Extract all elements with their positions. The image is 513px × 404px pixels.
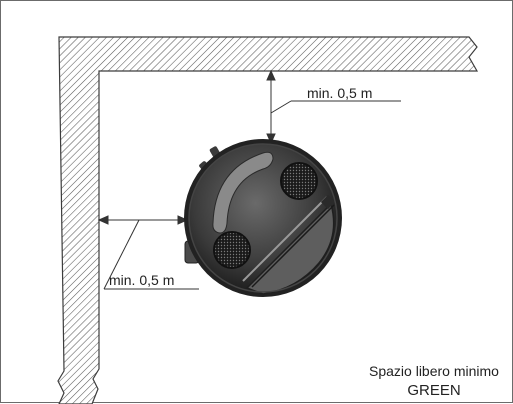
grille-bottom-left: [213, 231, 251, 269]
side-clearance-label: min. 0,5 m: [109, 272, 174, 288]
wall-hatched: [57, 36, 479, 404]
top-clearance-label: min. 0,5 m: [307, 85, 372, 101]
grille-top-right: [280, 162, 318, 200]
caption-title: Spazio libero minimo: [369, 363, 499, 379]
caption-model: GREEN: [407, 382, 461, 399]
robot-mower: [184, 139, 342, 297]
side-clearance-dimension: [97, 215, 199, 290]
top-clearance-dimension: [266, 69, 401, 145]
